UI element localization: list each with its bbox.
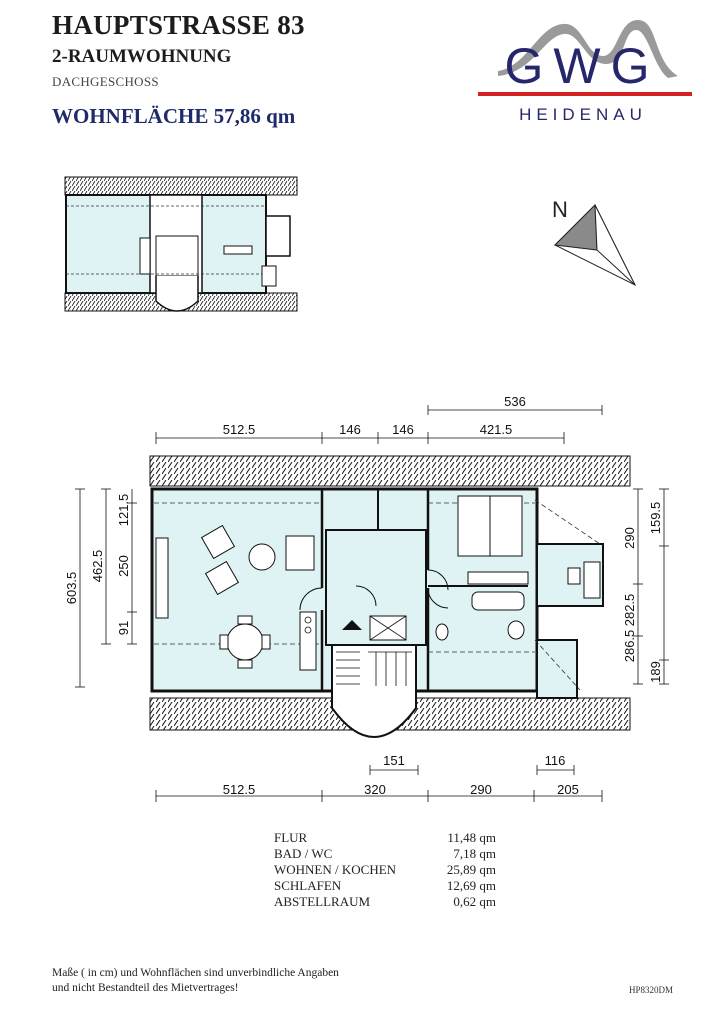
dim-bottom-upper-2: 116: [545, 753, 566, 768]
floor-plan: 536 512.5 146 146 421.5 603.5 462.5 121.…: [64, 394, 669, 802]
dim-top-4: 421.5: [480, 422, 513, 437]
dim-right-3: 286.5: [622, 630, 637, 663]
logo-swoosh: [498, 20, 678, 78]
living-area: WOHNFLÄCHE 57,86 qm: [52, 104, 296, 128]
washbasin: [507, 620, 525, 640]
logo-bar: [478, 92, 692, 96]
floor-label: DACHGESCHOSS: [52, 74, 159, 89]
dim-top-2: 146: [339, 422, 361, 437]
dim-right-4: 159.5: [648, 502, 663, 535]
room-row: ABSTELLRAUM 0,62 qm: [274, 894, 496, 910]
room-area-list: FLUR 11,48 qm BAD / WC 7,18 qm WOHNEN / KO…: [274, 830, 496, 910]
compass-icon: [553, 203, 637, 287]
shelf-unit: [155, 537, 169, 619]
dim-bottom-1: 512.5: [223, 782, 256, 797]
armchair-1: [200, 524, 236, 560]
room-row: SCHLAFEN 12,69 qm: [274, 878, 496, 894]
building-overview-plan: [64, 176, 298, 312]
room-area: 12,69 qm: [446, 878, 496, 893]
bathtub: [471, 591, 525, 611]
dim-left-4: 250: [116, 555, 131, 577]
disclaimer-line-1: Maße ( in cm) und Wohnflächen sind unver…: [52, 967, 339, 979]
dim-left-1: 603.5: [64, 572, 79, 605]
dim-left-3: 121.5: [116, 494, 131, 527]
dim-right-1: 290: [622, 527, 637, 549]
room-name: WOHNEN / KOCHEN: [274, 862, 397, 877]
dim-top-outer: 536: [504, 394, 526, 409]
room-area: 0,62 qm: [453, 894, 496, 909]
bay-window: [331, 690, 417, 738]
dim-left-5: 91: [116, 621, 131, 635]
dim-left-2: 462.5: [90, 550, 105, 583]
toilet: [435, 623, 449, 641]
dining-table: [226, 623, 264, 661]
kitchen-counter: [299, 611, 317, 671]
side-table: [248, 543, 276, 571]
page-title: HAUPTSTRASSE 83: [52, 10, 305, 40]
compass-north-label: N: [552, 197, 568, 222]
roof-top: [149, 455, 631, 487]
room-name: BAD / WC: [274, 846, 333, 861]
room-row: WOHNEN / KOCHEN 25,89 qm: [274, 862, 496, 878]
dim-bottom-3: 290: [470, 782, 492, 797]
dim-bottom-2: 320: [364, 782, 386, 797]
dim-right-5: 189: [648, 661, 663, 683]
dim-bottom-upper-1: 151: [383, 753, 405, 768]
room-row: BAD / WC 7,18 qm: [274, 846, 496, 862]
dim-top-3: 146: [392, 422, 414, 437]
room-name: FLUR: [274, 830, 308, 845]
apartment-type: 2-RAUMWOHNUNG: [52, 46, 232, 67]
room-name: ABSTELLRAUM: [274, 894, 371, 909]
staircase: [331, 644, 417, 694]
disclaimer-line-2: und nicht Bestandteil des Mietvertrages!: [52, 982, 239, 994]
desk: [583, 561, 601, 599]
room-area: 11,48 qm: [447, 830, 496, 845]
room-name: SCHLAFEN: [274, 878, 342, 893]
dim-top-1: 512.5: [223, 422, 256, 437]
armchair-2: [204, 560, 240, 596]
room-area: 25,89 qm: [446, 862, 496, 877]
wardrobe: [467, 571, 529, 585]
sofa: [285, 535, 315, 571]
room-area: 7,18 qm: [453, 846, 496, 861]
document-code: HP8320DM: [629, 985, 674, 995]
logo-letters: GWG: [505, 38, 660, 94]
abstellraum: [536, 639, 578, 699]
gwg-logo: GWG HEIDENAU: [478, 20, 692, 124]
stair-arrow: [342, 620, 362, 630]
dim-right-2: 282.5: [622, 594, 637, 627]
dim-bottom-4: 205: [557, 782, 579, 797]
logo-city: HEIDENAU: [519, 105, 647, 124]
disclaimer: Maße ( in cm) und Wohnflächen sind unver…: [52, 966, 339, 996]
room-row: FLUR 11,48 qm: [274, 830, 496, 846]
